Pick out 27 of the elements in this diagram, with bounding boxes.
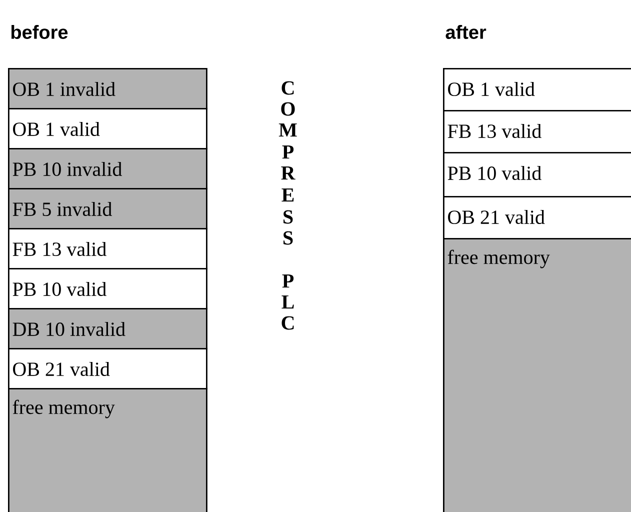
memory-block: PB 10 invalid bbox=[8, 148, 208, 190]
heading: after bbox=[446, 25, 486, 39]
memory-block: FB 13 valid bbox=[8, 228, 208, 270]
memory-block: OB 1 invalid bbox=[8, 68, 208, 110]
heading: before bbox=[11, 25, 68, 39]
vertical-letter: C bbox=[282, 81, 294, 95]
memory-block: FB 13 valid bbox=[443, 110, 631, 154]
vertical-letter: S bbox=[284, 210, 293, 224]
memory-block: free memory bbox=[443, 238, 631, 512]
vertical-letter: M bbox=[278, 123, 297, 137]
vertical-letter: E bbox=[282, 188, 294, 202]
vertical-letter: L bbox=[282, 295, 294, 309]
vertical-letter: P bbox=[282, 145, 294, 159]
vertical-letter: C bbox=[282, 316, 294, 330]
vertical-letter: O bbox=[281, 102, 295, 116]
memory-block: OB 21 valid bbox=[8, 348, 208, 390]
memory-block: DB 10 invalid bbox=[8, 308, 208, 350]
memory-block: OB 21 valid bbox=[443, 196, 631, 240]
memory-block: OB 1 valid bbox=[443, 68, 631, 112]
memory-block: free memory bbox=[8, 388, 208, 512]
vertical-letter: R bbox=[281, 166, 296, 180]
memory-block: FB 5 invalid bbox=[8, 188, 208, 230]
vertical-letter: P bbox=[282, 274, 294, 288]
memory-block: PB 10 valid bbox=[8, 268, 208, 310]
memory-block: PB 10 valid bbox=[443, 152, 631, 198]
memory-block: OB 1 valid bbox=[8, 108, 208, 150]
vertical-letter: S bbox=[284, 231, 293, 245]
